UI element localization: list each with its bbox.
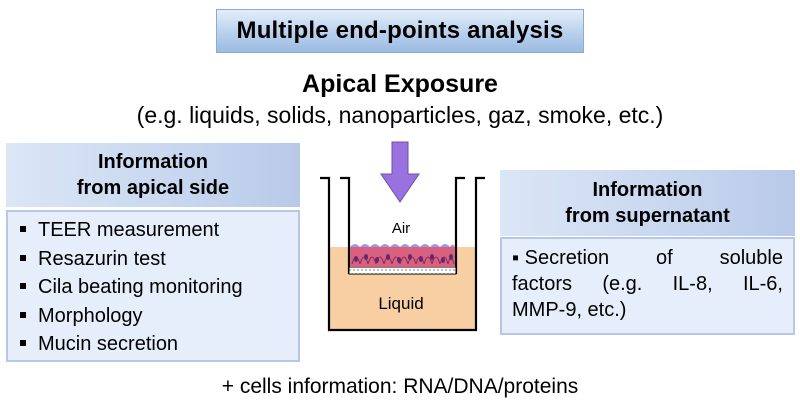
footer-note: + cells information: RNA/DNA/proteins [221, 375, 579, 398]
outer-well-wall [320, 176, 485, 332]
apical-header-line2: from apical side [76, 177, 230, 199]
supernatant-info-header: Information from supernatant [500, 170, 795, 236]
square-bullet-icon [20, 226, 26, 233]
liquid-label: Liquid [378, 294, 423, 313]
apical-header-line1: Information [98, 151, 208, 173]
supernatant-text-line: ▪ Secretion of soluble [512, 247, 783, 269]
supernatant-info-box: ▪ Secretion of soluble factors (e.g. IL-… [500, 237, 795, 335]
apical-exposure-title: Apical Exposure [302, 70, 498, 98]
list-item: Cila beating monitoring [18, 273, 298, 302]
title-banner: Multiple end-points analysis [216, 9, 584, 53]
square-bullet-icon [20, 254, 26, 261]
mucus-cilia-layer [350, 244, 455, 247]
membrane-pores [349, 267, 456, 274]
apical-info-list: TEER measurement Resazurin test Cila bea… [18, 216, 298, 359]
insert-wall-right [454, 176, 465, 274]
apical-info-list-box: TEER measurement Resazurin test Cila bea… [6, 210, 300, 362]
supernatant-text-line: factors (e.g. IL-8, IL-6, [512, 273, 783, 295]
air-label: Air [392, 220, 410, 237]
insert-wall-left [340, 176, 351, 274]
supernatant-header-line1: Information [592, 179, 703, 201]
supernatant-text-line: MMP-9, etc.) [512, 299, 627, 321]
list-item: Resazurin test [18, 245, 298, 274]
cell-nuclei [354, 254, 453, 263]
list-item: Mucin secretion [18, 330, 298, 359]
supernatant-header-line2: from supernatant [565, 205, 730, 227]
apical-info-header: Information from apical side [6, 143, 300, 207]
list-item: TEER measurement [18, 216, 298, 245]
down-arrow-icon [380, 141, 420, 203]
culture-well-illustration: Air Liquid [320, 141, 485, 332]
square-bullet-icon [20, 311, 26, 318]
square-bullet-icon [20, 283, 26, 290]
apical-exposure-subtitle: (e.g. liquids, solids, nanoparticles, ga… [136, 102, 664, 128]
diagram-title: Multiple end-points analysis [236, 17, 564, 44]
square-bullet-icon [20, 340, 26, 347]
list-item: Morphology [18, 302, 298, 331]
